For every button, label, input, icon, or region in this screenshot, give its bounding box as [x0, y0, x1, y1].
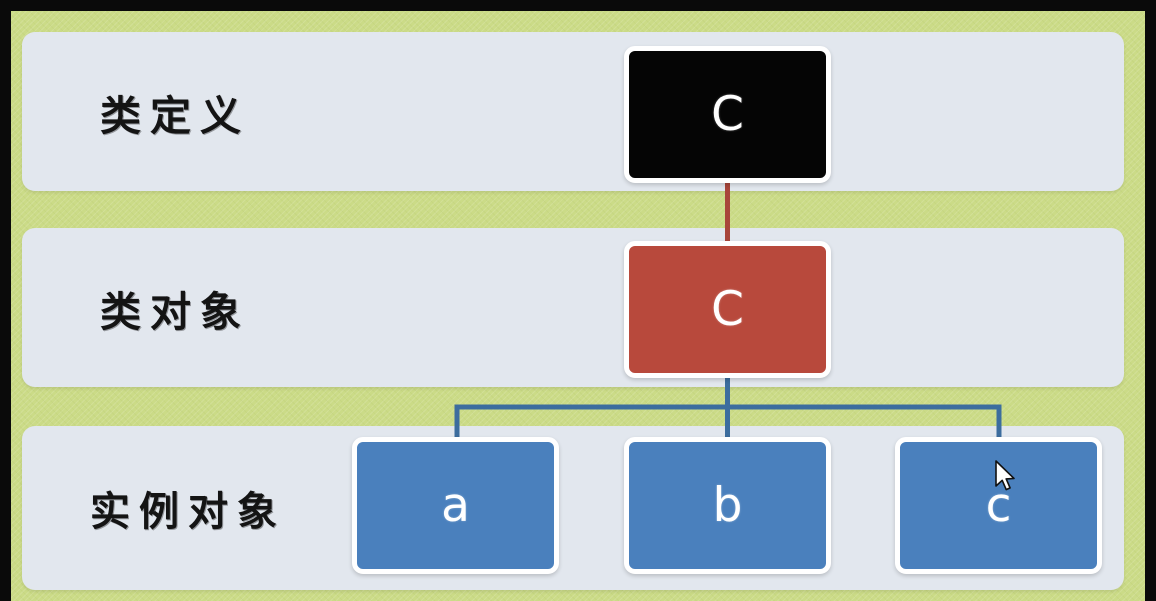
node-class-definition-label: C: [711, 87, 744, 142]
node-instance-b[interactable]: b: [624, 437, 831, 574]
node-class-object-label: C: [711, 282, 744, 337]
node-instance-a-label: a: [441, 478, 470, 533]
row-class-object: 类对象: [22, 228, 1124, 387]
node-class-definition[interactable]: C: [624, 46, 831, 183]
node-instance-a[interactable]: a: [352, 437, 559, 574]
row-class-definition: 类定义: [22, 32, 1124, 191]
row-label-class-definition: 类定义: [100, 91, 250, 140]
node-instance-c[interactable]: c: [895, 437, 1102, 574]
row-label-instance-objects: 实例对象: [90, 489, 286, 535]
row-label-class-object: 类对象: [100, 287, 250, 336]
letterbox-bar-left: [0, 0, 11, 601]
node-instance-c-label: c: [985, 478, 1012, 533]
node-class-object[interactable]: C: [624, 241, 831, 378]
letterbox-bar-top: [0, 0, 1156, 11]
node-instance-b-label: b: [712, 478, 743, 533]
letterbox-bar-right: [1145, 0, 1156, 601]
